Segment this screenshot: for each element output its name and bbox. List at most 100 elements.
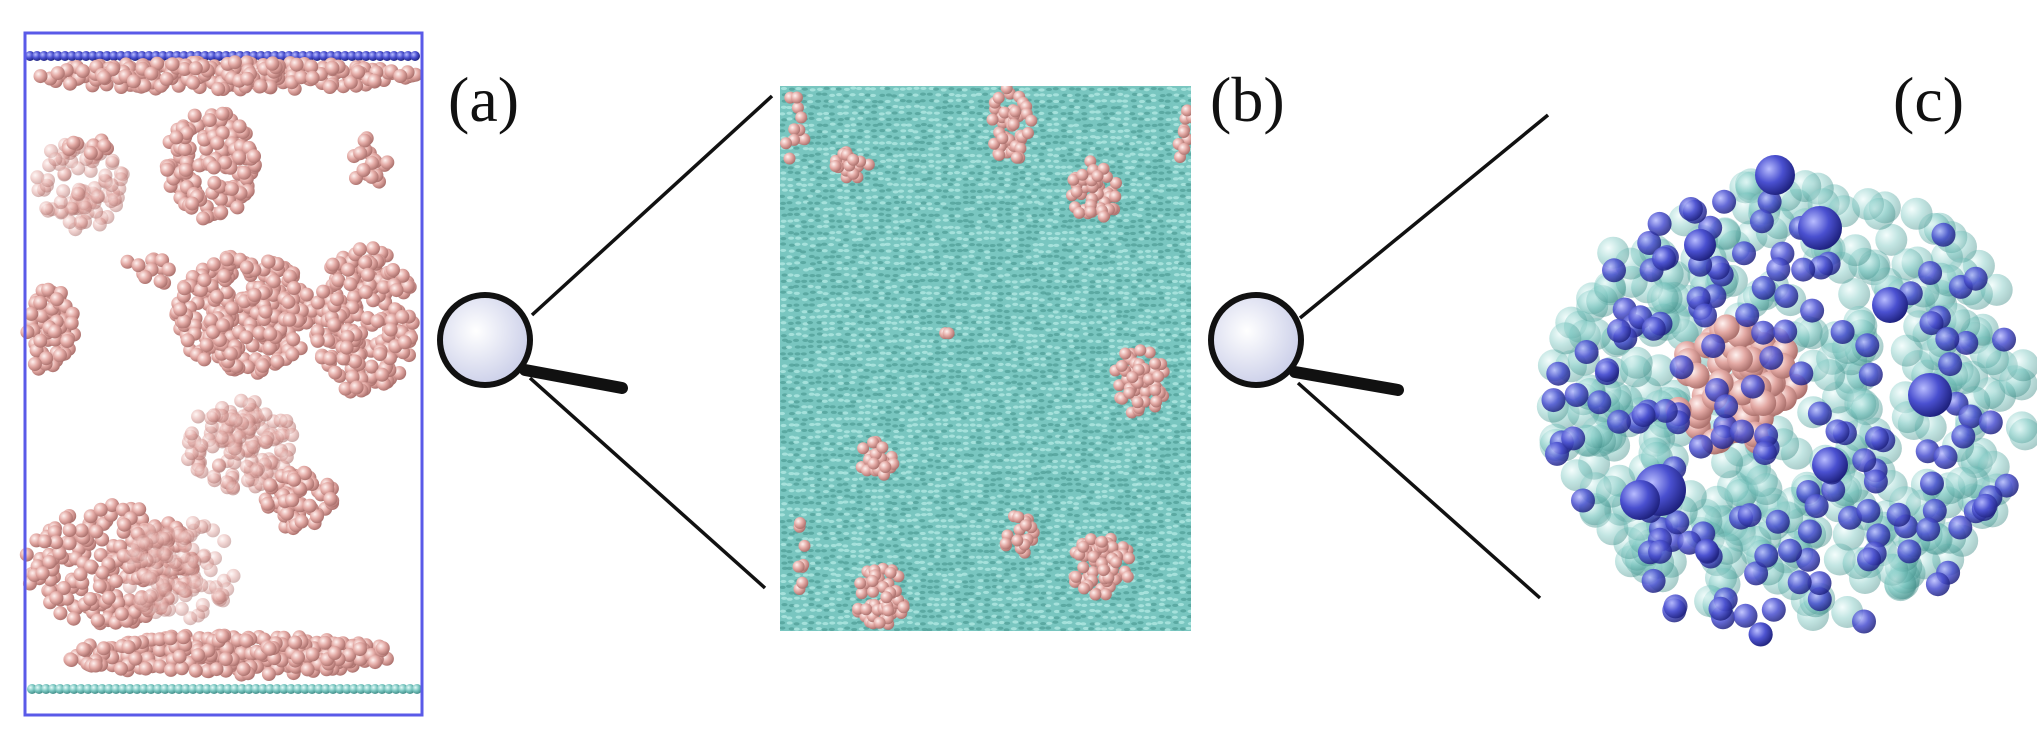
particle — [351, 65, 366, 79]
particle — [120, 254, 135, 269]
particle — [172, 649, 187, 664]
particle — [1765, 509, 1790, 534]
particle — [370, 684, 380, 694]
particle — [19, 547, 34, 562]
panel-label-c: (c) — [1893, 64, 1965, 135]
particle — [1587, 390, 1612, 415]
zoom-connector-line — [1298, 113, 1550, 320]
particle — [33, 333, 48, 348]
particle — [263, 327, 278, 341]
particle — [262, 340, 277, 355]
particle — [76, 684, 86, 694]
particle — [2007, 349, 2037, 382]
particle — [93, 502, 108, 517]
particle — [1607, 409, 1631, 434]
particle — [1809, 255, 1833, 280]
particle — [104, 684, 114, 694]
particle — [1938, 352, 1963, 377]
particle — [287, 472, 302, 487]
particle — [259, 434, 274, 449]
particle — [178, 162, 193, 177]
particle — [286, 332, 301, 347]
particle — [1143, 346, 1156, 359]
particle — [397, 335, 412, 350]
particle — [1149, 384, 1162, 397]
particle — [1541, 388, 1566, 413]
particle — [83, 592, 98, 606]
particle — [81, 51, 91, 61]
particle — [1641, 316, 1666, 341]
particle — [873, 616, 886, 629]
zoom-connector-line — [530, 94, 774, 317]
particle — [204, 313, 218, 328]
particle — [998, 106, 1011, 119]
particle — [1838, 505, 1862, 530]
zoom-connector-line — [528, 376, 767, 590]
particle — [1755, 155, 1795, 195]
particle — [783, 152, 796, 165]
particle — [202, 113, 217, 128]
particle — [1748, 622, 1773, 647]
particle — [289, 57, 304, 72]
particle — [1089, 588, 1102, 601]
particle — [331, 273, 346, 288]
particle — [1641, 568, 1666, 593]
particle — [138, 270, 153, 284]
particle — [342, 684, 352, 694]
particle — [97, 684, 107, 694]
particle — [206, 325, 220, 340]
particle — [1646, 282, 1679, 315]
particle — [1596, 513, 1629, 546]
particle — [1945, 466, 1978, 499]
particle — [1732, 241, 1756, 266]
particle — [316, 284, 331, 299]
particle — [1761, 597, 1786, 622]
particle — [73, 216, 88, 231]
particle — [1796, 547, 1821, 572]
particle — [214, 430, 229, 445]
particle — [1665, 510, 1690, 535]
particle — [107, 192, 122, 207]
particle — [1744, 561, 1769, 586]
particle — [33, 69, 48, 84]
particle — [780, 137, 792, 150]
particle — [325, 61, 340, 75]
particle — [1931, 222, 1956, 247]
particle — [1797, 519, 1822, 544]
particle — [27, 357, 42, 371]
particle — [92, 217, 107, 232]
particle — [375, 641, 390, 656]
particle — [1014, 142, 1027, 155]
particle — [867, 457, 880, 470]
particle — [177, 531, 192, 546]
particle — [305, 647, 320, 662]
particle — [55, 684, 65, 694]
particle — [791, 101, 804, 114]
particle — [999, 537, 1012, 550]
particle — [1918, 261, 1943, 285]
particle — [1545, 441, 1569, 466]
particle — [1933, 445, 1958, 470]
particle — [39, 201, 54, 216]
particle — [1123, 386, 1136, 399]
particle — [1684, 229, 1716, 261]
particle — [347, 51, 357, 61]
particle — [199, 338, 214, 353]
particle — [1992, 327, 2016, 352]
particle — [1678, 197, 1703, 221]
particle — [90, 613, 105, 628]
particle — [353, 146, 368, 161]
particle — [157, 602, 172, 617]
particle — [304, 59, 319, 74]
particle — [318, 635, 333, 650]
particle — [56, 581, 71, 595]
particle — [258, 407, 273, 422]
particle — [358, 285, 373, 300]
particle — [53, 195, 68, 210]
particle — [339, 340, 354, 355]
particle — [174, 684, 184, 694]
particle — [92, 579, 107, 594]
particle — [1149, 357, 1162, 370]
particle — [1637, 231, 1662, 255]
particle — [95, 565, 110, 580]
